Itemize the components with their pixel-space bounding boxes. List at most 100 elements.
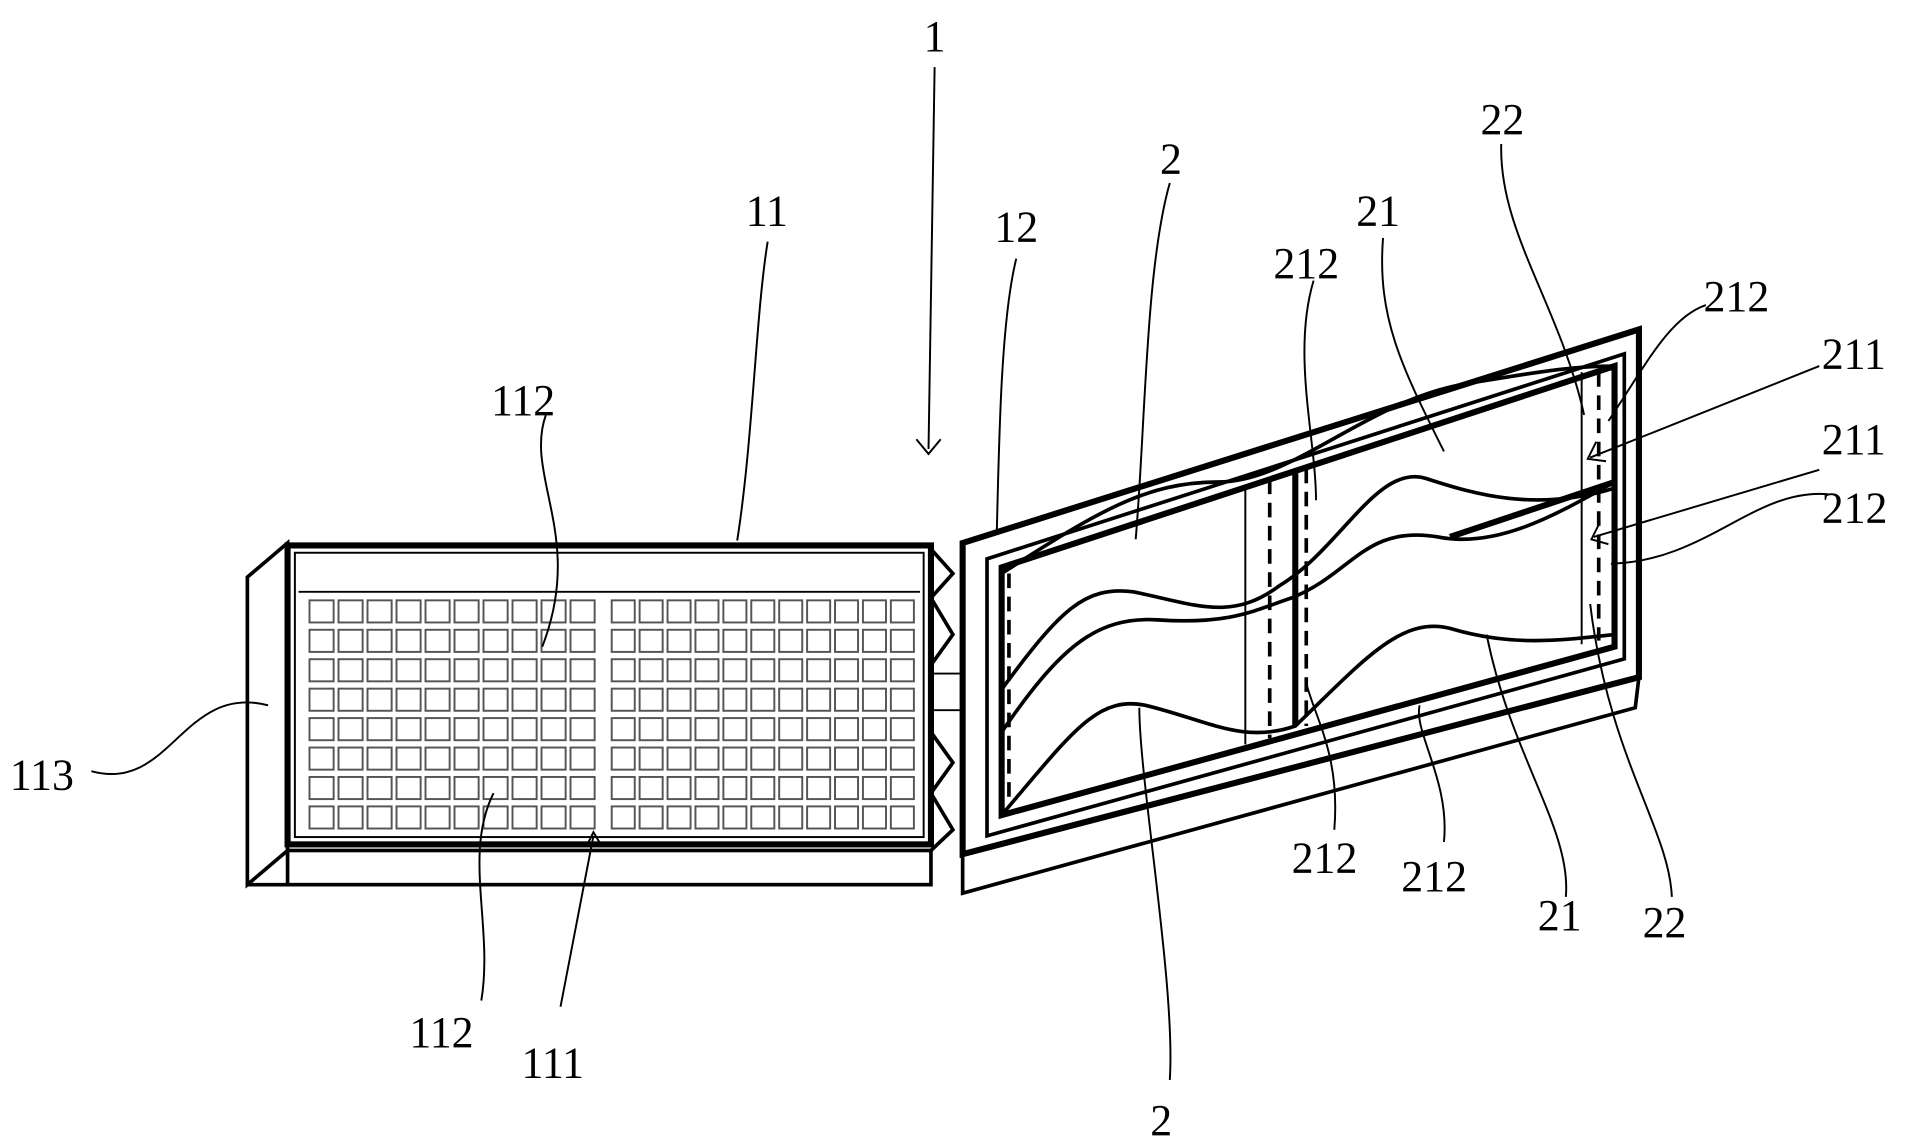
grid-cell [366,746,393,771]
grid-cell [424,805,451,830]
grid-cell [366,717,393,742]
grid-cell [569,687,596,712]
left-frame-inner [293,551,925,839]
grid-cell [610,658,636,683]
grid-cell [453,746,480,771]
label-211-upper: 211 [1822,330,1886,378]
grid-cell [511,717,538,742]
grid-cell [861,746,887,771]
grid-cell [337,599,364,624]
grid-cell [889,775,915,801]
grid-cell [308,775,335,801]
grid-cell [806,805,832,830]
grid-cell [750,599,776,624]
label-111: 111 [522,1039,585,1087]
grid-cell [482,599,509,624]
grid-cell [806,746,832,771]
label-11: 11 [746,188,788,236]
grid-cell [569,805,596,830]
grid-cell [778,628,804,653]
grid-cell [511,775,538,801]
grid-cell [540,746,567,771]
label-212-bottom-b: 212 [1401,853,1467,901]
grid-cell [722,775,748,801]
grid-cell [569,775,596,801]
grid-cell [834,775,860,801]
grid-cell [610,775,636,801]
grid-cell [610,717,636,742]
grid-cell [308,599,335,624]
grid-cell [482,687,509,712]
label-112-top: 112 [491,377,555,425]
grid-cell [482,805,509,830]
grid-cell [366,687,393,712]
left-base [285,848,933,887]
grid-cell [395,599,422,624]
bag-wave [1000,364,1615,576]
grid-cell [666,805,692,830]
grid-cell [337,805,364,830]
grid-cell [337,746,364,771]
grid-cell [861,717,887,742]
label-112-bottom: 112 [409,1009,473,1057]
grid-cell [453,628,480,653]
grid-cell [861,628,887,653]
grid-cell [482,746,509,771]
grid-cell [889,628,915,653]
grid-cell [722,687,748,712]
grid-cell [424,628,451,653]
label-2-top: 2 [1160,135,1182,183]
grid-cell [834,805,860,830]
grid-cell [722,805,748,830]
right-base [960,674,1642,896]
grid-cell [834,628,860,653]
grid-cell [395,746,422,771]
grid-cell [834,658,860,683]
label-21-bottom: 21 [1538,892,1582,940]
grid-cell [806,599,832,624]
grid-cell [337,717,364,742]
grid-cell [569,717,596,742]
grid-cell [861,599,887,624]
grid-cell [638,687,664,712]
label-212-bottom-a: 212 [1292,834,1358,882]
grid-cell [638,805,664,830]
grid-cell [610,599,636,624]
grid-cell [569,746,596,771]
grid-cell [308,805,335,830]
grid-cell [482,717,509,742]
grid-cell [540,775,567,801]
grid-cell [778,805,804,830]
grid-cell [694,775,720,801]
grid-cell [861,658,887,683]
right-frame-back [998,361,1618,820]
grid-cell [889,599,915,624]
hinge [928,547,963,852]
label-21-top: 21 [1356,188,1400,236]
grid-cell [424,775,451,801]
grid-cell [750,775,776,801]
grid-cell [750,746,776,771]
grid-cell [366,628,393,653]
grid-cell [666,658,692,683]
grid-cell [834,717,860,742]
grid-cell [540,687,567,712]
grid-cell [638,599,664,624]
grid-cell [395,717,422,742]
grid-cell [511,746,538,771]
grid-cell [889,658,915,683]
grid-cell [482,628,509,653]
grid-cell [424,717,451,742]
grid-cell [694,628,720,653]
grid-cell [569,628,596,653]
grid-cell [666,775,692,801]
grid-cell [511,687,538,712]
grid-cell [395,628,422,653]
bag-wave [1000,624,1615,817]
grid-cell [453,599,480,624]
grid-cell [540,628,567,653]
grid-cell [638,775,664,801]
grid-cell [395,775,422,801]
label-22-top: 22 [1481,96,1525,144]
